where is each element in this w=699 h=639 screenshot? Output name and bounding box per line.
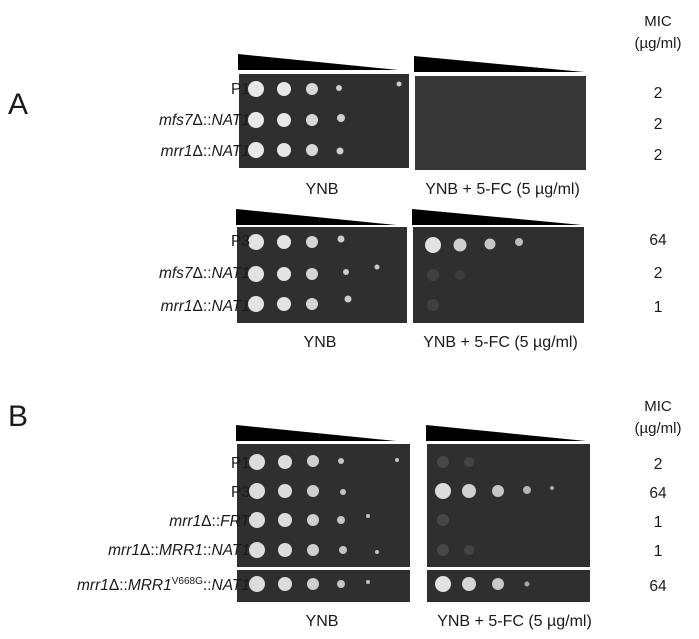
mic-value: 1 <box>653 543 663 560</box>
plate-caption: YNB + 5-FC (5 µg/ml) <box>425 181 580 198</box>
plate-a1-5fc <box>415 76 586 170</box>
mic-value: 64 <box>649 232 667 249</box>
panel-a-letter: A <box>8 88 29 121</box>
mic-value: 2 <box>653 85 663 102</box>
colony-spots <box>237 454 410 592</box>
strain-label: P1 <box>231 455 250 472</box>
plate-caption: YNB + 5-FC (5 µg/ml) <box>437 613 592 630</box>
plate-a2-5fc <box>413 227 584 323</box>
plate-caption: YNB + 5-FC (5 µg/ml) <box>423 334 578 351</box>
colony-spots <box>425 237 523 311</box>
strain-label: P3 <box>231 484 250 501</box>
panel-b-letter: B <box>8 400 29 433</box>
mic-value: 64 <box>649 485 667 502</box>
mic-value: 1 <box>653 514 663 531</box>
panel-a-mic-header-title: MIC <box>644 13 672 30</box>
mic-value: 2 <box>653 456 663 473</box>
mic-value: 64 <box>649 578 667 595</box>
mic-value: 2 <box>653 116 663 133</box>
strain-label: mfs7Δ::NAT1 <box>158 112 250 129</box>
dilution-wedge <box>414 56 584 72</box>
plate-caption: YNB <box>305 613 339 630</box>
mic-value: 1 <box>653 299 663 316</box>
panel-b-mic-header-title: MIC <box>644 398 672 415</box>
strain-label: P1 <box>231 81 250 98</box>
colony-spots <box>248 234 380 312</box>
plate-a1-ynb <box>239 74 409 168</box>
strain-label: P3 <box>231 233 250 250</box>
dilution-wedge <box>236 209 396 225</box>
strain-label: mrr1Δ::NAT1 <box>160 143 250 160</box>
mic-value: 2 <box>653 265 663 282</box>
strain-label: mrr1Δ::MRR1::NAT1 <box>108 542 250 559</box>
panel-a-mic-header-unit: (µg/ml) <box>634 35 682 52</box>
plate-a2-ynb <box>237 227 407 323</box>
colony-spots <box>427 456 590 592</box>
strain-label: mrr1Δ::NAT1 <box>160 298 250 315</box>
dilution-wedge <box>238 54 398 70</box>
dilution-wedge <box>412 209 582 225</box>
strain-label: mrr1Δ::FRT <box>169 513 250 530</box>
strain-label: mfs7Δ::NAT1 <box>158 265 250 282</box>
plate-b-5fc <box>427 444 590 602</box>
dilution-wedge <box>236 425 396 441</box>
strain-label: mrr1Δ::MRR1V668G::NAT1mrr1Δ::MRR1V668G::… <box>77 575 250 594</box>
plate-b-ynb <box>237 444 410 602</box>
mic-value: 2 <box>653 147 663 164</box>
plate-caption: YNB <box>305 181 339 198</box>
dilution-wedge <box>426 425 586 441</box>
panel-b-mic-header-unit: (µg/ml) <box>634 420 682 437</box>
plate-caption: YNB <box>303 334 337 351</box>
colony-spots <box>248 81 402 158</box>
